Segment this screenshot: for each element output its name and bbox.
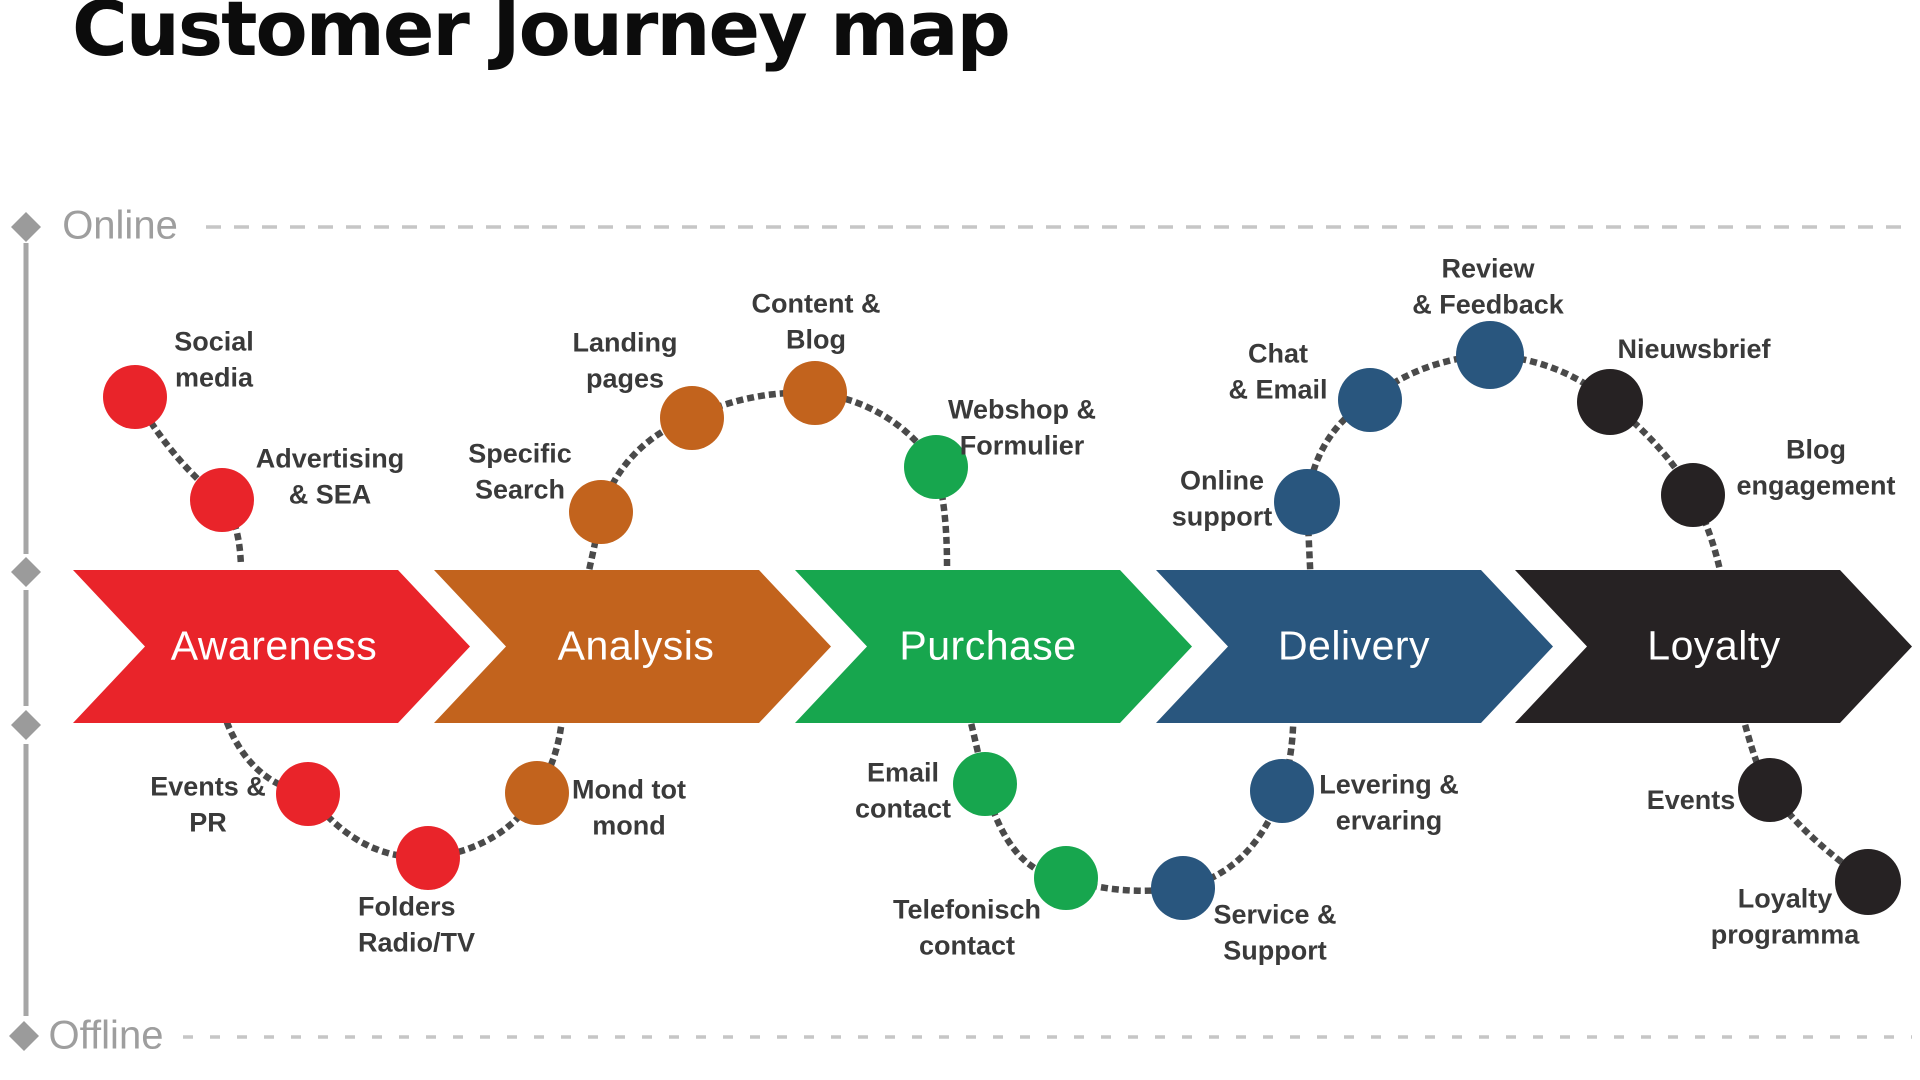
- stage-purchase-label: Purchase: [899, 622, 1077, 669]
- stage-awareness-label: Awareness: [170, 622, 378, 669]
- telefonisch-contact-label: Telefonisch contact: [892, 894, 1042, 960]
- chat-email-node: [1338, 368, 1402, 432]
- levering-ervaring-label: Levering & ervaring: [1319, 769, 1459, 835]
- content-blog-node: [783, 361, 847, 425]
- stage-delivery-label: Delivery: [1277, 622, 1431, 669]
- offline-diamond-icon: [9, 1021, 39, 1051]
- online-support-label: Online support: [1171, 465, 1273, 531]
- landing-pages-label: Landing pages: [572, 327, 678, 393]
- path-loyalty-offline: [1741, 723, 1873, 887]
- stage-loyalty-label: Loyalty: [1647, 622, 1781, 669]
- events-pr-label: Events & PR: [150, 771, 266, 837]
- specific-search-label: Specific Search: [468, 438, 572, 504]
- mond-tot-mond-node: [505, 761, 569, 825]
- stage-analysis-label: Analysis: [557, 622, 715, 669]
- online-support-node: [1274, 469, 1340, 535]
- nieuwsbrief-node: [1577, 369, 1643, 435]
- events-label: Events: [1646, 785, 1736, 816]
- touchpoint-nodes-offline: [276, 752, 1901, 920]
- loyalty-programma-node: [1835, 849, 1901, 915]
- online-diamond-icon: [11, 212, 41, 242]
- email-contact-node: [953, 752, 1017, 816]
- service-support-label: Service & Support: [1213, 899, 1337, 965]
- advertising-sea-label: Advertising & SEA: [255, 443, 405, 509]
- stage-analysis-chevron: [434, 570, 831, 723]
- landing-pages-node: [660, 386, 724, 450]
- path-analysis-purchase-online: [586, 389, 951, 570]
- stage-delivery-chevron: [1156, 570, 1553, 723]
- chat-email-label: Chat & Email: [1228, 338, 1328, 404]
- social-media-node: [103, 365, 167, 429]
- blog-engagement-node: [1661, 463, 1725, 527]
- folders-radio-tv-label: Folders Radio/TV: [358, 891, 476, 957]
- blog-engagement-label: Blog engagement: [1736, 434, 1896, 500]
- events-node: [1738, 758, 1802, 822]
- service-support-node: [1151, 856, 1215, 920]
- social-media-label: Social media: [174, 326, 254, 392]
- nieuwsbrief-label: Nieuwsbrief: [1617, 334, 1771, 365]
- stage-loyalty-chevron: [1515, 570, 1912, 723]
- telefonisch-contact-node: [1034, 846, 1098, 910]
- content-blog-label: Content & Blog: [751, 288, 881, 354]
- stage-purchase-chevron: [795, 570, 1192, 723]
- online-lane-label: Online: [62, 203, 178, 248]
- advertising-sea-node: [190, 468, 254, 532]
- levering-ervaring-node: [1250, 759, 1314, 823]
- loyalty-programma-label: Loyalty programma: [1710, 883, 1860, 949]
- offline-lane-label: Offline: [48, 1013, 164, 1058]
- events-pr-node: [276, 762, 340, 826]
- stage-chevrons: [73, 570, 1912, 723]
- rail-diamond-markers: [9, 212, 41, 1051]
- folders-radio-tv-node: [396, 826, 460, 890]
- email-contact-label: Email contact: [854, 757, 952, 823]
- stage-awareness-chevron: [73, 570, 470, 723]
- webshop-formulier-node: [904, 435, 968, 499]
- review-feedback-label: Review & Feedback: [1412, 253, 1564, 319]
- review-feedback-node: [1456, 321, 1524, 389]
- page-title: Customer Journey map: [72, 0, 1011, 73]
- touchpoint-nodes-online: [103, 321, 1725, 544]
- webshop-formulier-label: Webshop & Formulier: [948, 394, 1096, 460]
- band-bottom-diamond-icon: [11, 710, 41, 740]
- mond-tot-mond-label: Mond tot mond: [572, 774, 686, 840]
- path-purchase-delivery-offline: [968, 723, 1297, 894]
- band-top-diamond-icon: [11, 557, 41, 587]
- specific-search-node: [569, 480, 633, 544]
